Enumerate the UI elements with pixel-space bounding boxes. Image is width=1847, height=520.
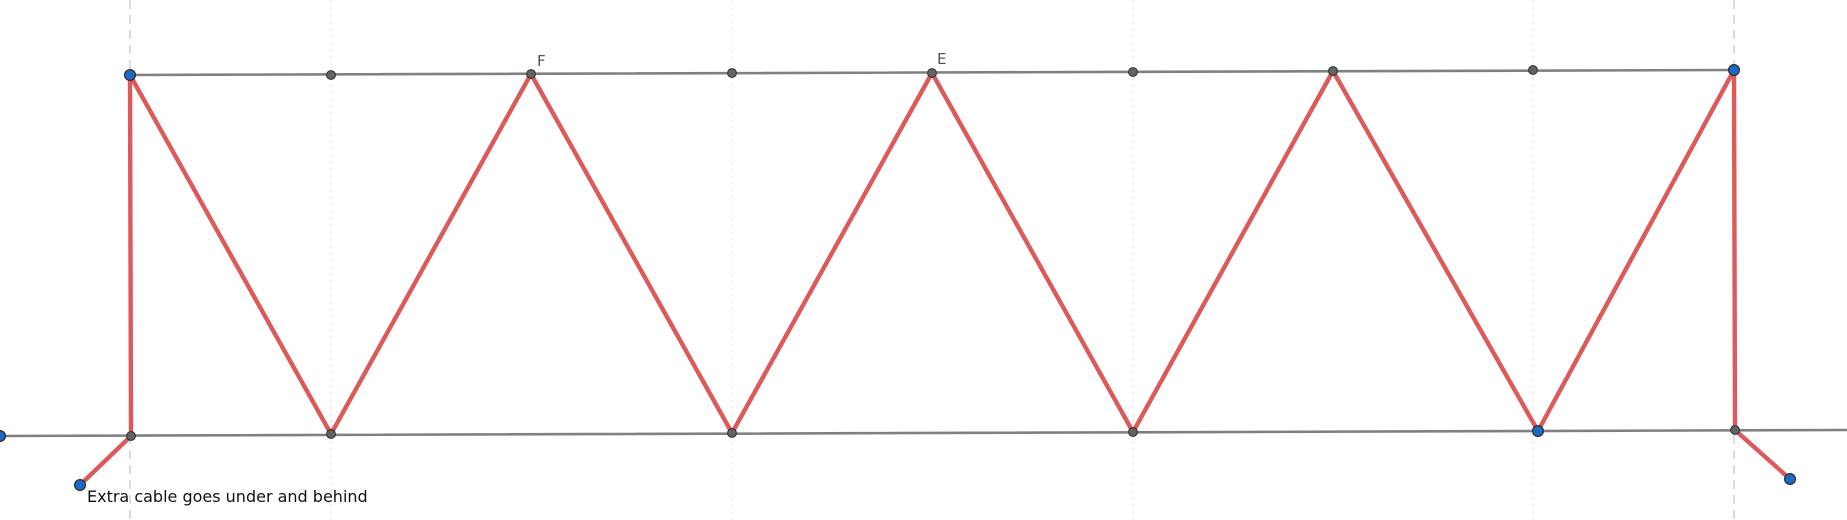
construction-point-4[interactable]: [927, 68, 937, 78]
extra-cable-left: [77, 433, 134, 488]
diagonal-member-7: [1330, 68, 1541, 434]
bottom-chord-start-point[interactable]: [0, 430, 6, 442]
diagonal-member-2: [328, 71, 534, 437]
diagonal-member-8: [1535, 67, 1737, 434]
diagonal-member-5: [929, 70, 1136, 435]
node-label-e: E: [937, 50, 946, 68]
left-end-post: [127, 72, 134, 439]
chord-lines: [0, 68, 1847, 438]
vertical-guide-lines: [129, 0, 1735, 520]
construction-point-12[interactable]: [1730, 425, 1740, 435]
construction-point-9[interactable]: [326, 429, 336, 439]
right-end-post: [1731, 67, 1738, 433]
cable-end-point-left[interactable]: [73, 479, 86, 492]
annotation-extra-cable: Extra cable goes under and behind: [87, 487, 368, 506]
extra-cable-right: [1732, 427, 1793, 482]
truss-members: [77, 67, 1793, 488]
bottom-chord-line: [0, 428, 1847, 438]
construction-point-7[interactable]: [1528, 65, 1538, 75]
diagonal-member-6: [1130, 68, 1336, 435]
construction-point-10[interactable]: [727, 428, 737, 438]
construction-point-5[interactable]: [1128, 67, 1138, 77]
diagonal-member-1: [127, 72, 334, 437]
construction-point-11[interactable]: [1128, 427, 1138, 437]
construction-point-8[interactable]: [126, 431, 136, 441]
top-right-anchor-point[interactable]: [1727, 63, 1740, 76]
diagonal-member-3: [528, 71, 735, 436]
construction-points: [0, 63, 1796, 492]
construction-point-1[interactable]: [326, 70, 336, 80]
construction-point-2[interactable]: [526, 69, 536, 79]
cable-end-point-right[interactable]: [1783, 473, 1796, 486]
text-labels: F E Extra cable goes under and behind: [87, 50, 946, 506]
construction-point-3[interactable]: [727, 68, 737, 78]
construction-point-6[interactable]: [1328, 66, 1338, 76]
bottom-anchor-point[interactable]: [1531, 425, 1544, 438]
diagonal-member-4: [729, 70, 935, 436]
node-label-f: F: [537, 52, 546, 70]
top-left-anchor-point[interactable]: [123, 68, 136, 81]
